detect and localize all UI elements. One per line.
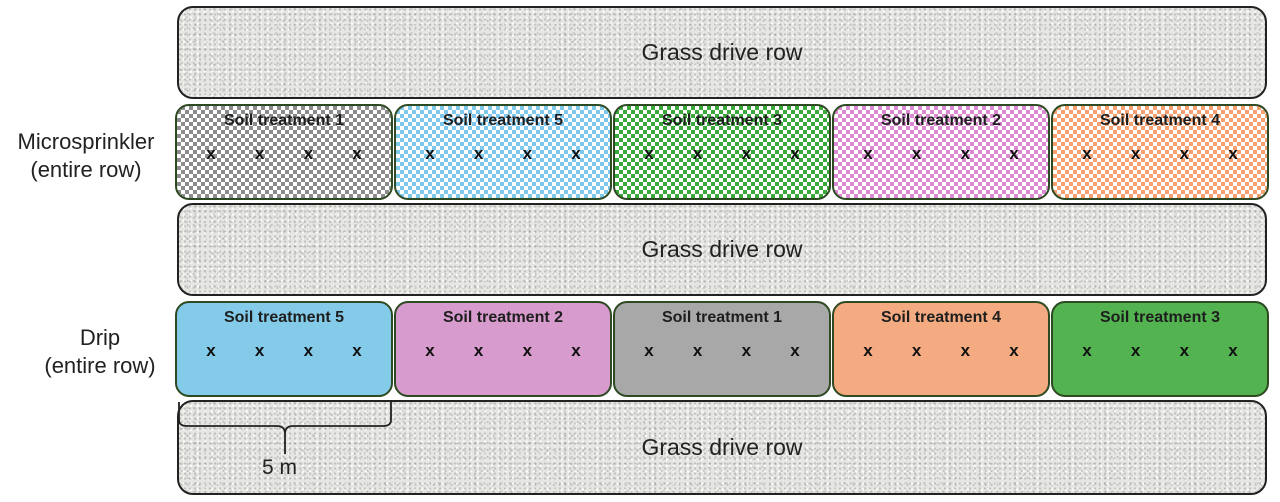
plot-microsprinkler-2: Soil treatment 5 x x x x [394, 104, 612, 200]
plant-mark: x [303, 144, 314, 163]
plot-title: Soil treatment 4 [1099, 112, 1221, 129]
plant-mark: x [1082, 341, 1092, 360]
plant-mark: x [473, 341, 484, 360]
plant-mark: x [571, 144, 581, 163]
plant-mark: x [352, 144, 362, 163]
plot-title: Soil treatment 2 [880, 112, 1002, 129]
scale-bracket [178, 402, 392, 454]
plant-mark: x [254, 341, 265, 360]
row-label-drip: Drip (entire row) [20, 324, 180, 380]
plant-mark: x [206, 341, 216, 360]
grass-drive-row-label: Grass drive row [641, 39, 803, 65]
plant-mark: x [206, 144, 216, 163]
plant-mark: x [1130, 341, 1141, 360]
plot-drip-3: Soil treatment 1 x x x x [613, 301, 831, 397]
plant-mark: x [1179, 144, 1190, 163]
plant-mark: x [1009, 144, 1019, 163]
plant-mark: x [1228, 144, 1238, 163]
plant-mark: x [644, 144, 654, 163]
plant-mark: x [1179, 341, 1190, 360]
grass-drive-row-label: Grass drive row [641, 236, 803, 262]
plant-mark: x [863, 144, 873, 163]
drip-row: Soil treatment 5 x x x x Soil treatment 2 x x x x… [175, 301, 1269, 397]
plant-mark: x [1082, 144, 1092, 163]
row-label-line2: (entire row) [30, 157, 142, 182]
row-label-line1: Microsprinkler [17, 129, 155, 154]
row-label-microsprinkler: Microsprinkler (entire row) [0, 128, 172, 184]
grass-drive-row-label: Grass drive row [641, 434, 803, 460]
grass-drive-row-middle: Grass drive row [177, 203, 1267, 296]
plot-drip-2: Soil treatment 2 x x x x [394, 301, 612, 397]
plot-title: Soil treatment 1 [223, 112, 345, 129]
plant-mark: x [425, 341, 435, 360]
plant-mark: x [790, 144, 800, 163]
plant-mark: x [741, 341, 752, 360]
plant-mark: x [254, 144, 265, 163]
plant-mark: x [692, 144, 703, 163]
plot-drip-4: Soil treatment 4 x x x x [832, 301, 1050, 397]
scale-label: 5 m [262, 456, 298, 479]
plant-mark: x [1228, 341, 1238, 360]
plant-mark: x [863, 341, 873, 360]
plot-microsprinkler-5: Soil treatment 4 x x x x [1051, 104, 1269, 200]
grass-drive-row-top: Grass drive row [177, 6, 1267, 99]
plant-mark: x [692, 341, 703, 360]
microsprinkler-row: Soil treatment 1 x x x x Soil treatment 5 x x x x… [175, 104, 1269, 200]
plant-mark: x [741, 144, 752, 163]
plant-mark: x [352, 341, 362, 360]
plant-mark: x [911, 341, 922, 360]
plant-mark: x [425, 144, 435, 163]
plant-mark: x [473, 144, 484, 163]
plant-mark: x [571, 341, 581, 360]
plant-mark: x [960, 144, 971, 163]
plant-mark: x [303, 341, 314, 360]
plant-mark: x [644, 341, 654, 360]
plot-title: Soil treatment 4 [880, 309, 1002, 326]
plot-microsprinkler-4: Soil treatment 2 x x x x [832, 104, 1050, 200]
plot-title: Soil treatment 2 [442, 309, 564, 326]
plot-title: Soil treatment 5 [223, 309, 345, 326]
plant-mark: x [522, 144, 533, 163]
plant-mark: x [790, 341, 800, 360]
plot-title: Soil treatment 1 [661, 309, 783, 326]
grass-drive-row-bottom: Grass drive row [177, 400, 1267, 495]
plant-mark: x [522, 341, 533, 360]
plot-drip-5: Soil treatment 3 x x x x [1051, 301, 1269, 397]
row-label-line1: Drip [79, 325, 121, 350]
row-label-line2: (entire row) [44, 353, 156, 378]
plant-mark: x [960, 341, 971, 360]
plot-drip-1: Soil treatment 5 x x x x [175, 301, 393, 397]
plot-title: Soil treatment 5 [442, 112, 564, 129]
plant-mark: x [1130, 144, 1141, 163]
plant-mark: x [911, 144, 922, 163]
scale-bar [178, 402, 392, 454]
plot-microsprinkler-1: Soil treatment 1 x x x x [175, 104, 393, 200]
plot-title: Soil treatment 3 [661, 112, 783, 129]
plot-microsprinkler-3: Soil treatment 3 x x x x [613, 104, 831, 200]
plant-mark: x [1009, 341, 1019, 360]
plot-title: Soil treatment 3 [1099, 309, 1221, 326]
